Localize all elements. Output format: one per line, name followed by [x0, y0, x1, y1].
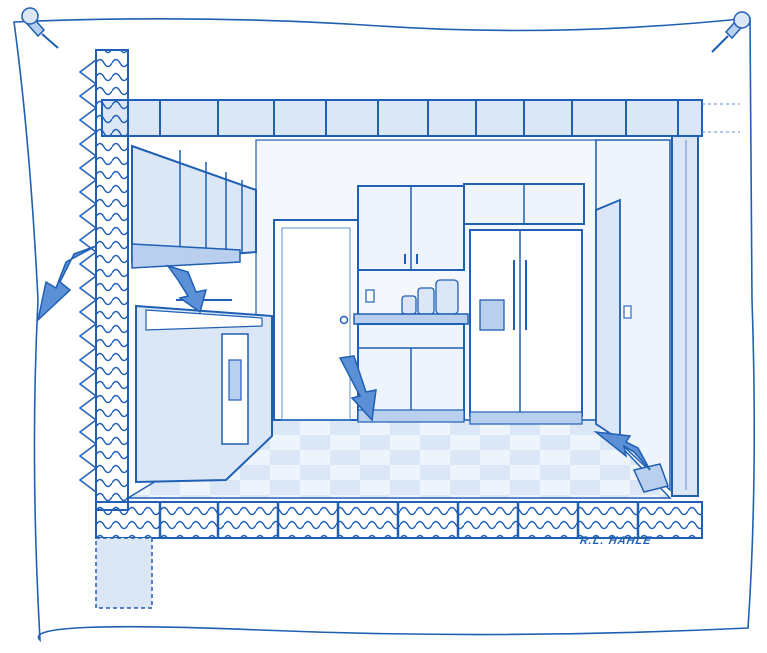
light-switch [366, 290, 374, 302]
ceiling-joists [102, 100, 740, 136]
right-wall-stud [672, 136, 698, 496]
upper-cabinets-center [358, 186, 464, 270]
stove-range [136, 300, 272, 482]
interior-door [274, 220, 358, 420]
refrigerator [464, 184, 584, 424]
artist-signature: R.L. HAHLE [579, 535, 653, 547]
